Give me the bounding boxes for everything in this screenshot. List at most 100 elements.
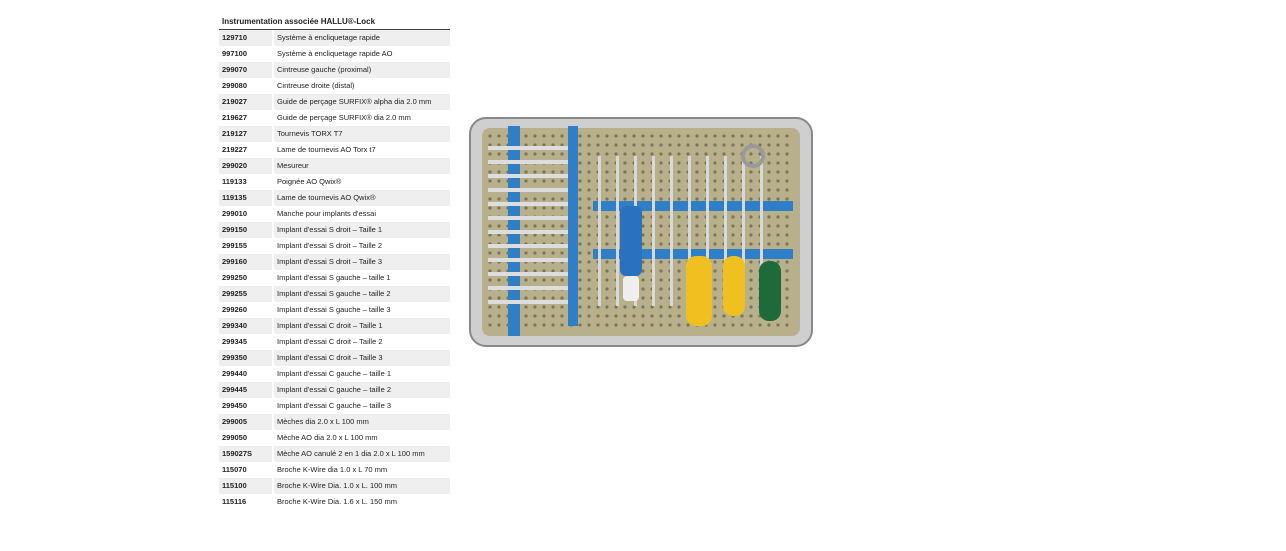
drill-bit [706,156,709,306]
yellow-handle-2 [723,256,745,316]
green-handle [759,261,781,321]
article-description: Lame de tournevis AO Torx t7 [277,145,376,154]
rack-horizontal-top [593,201,793,211]
article-description: Poignée AO Qwix® [277,177,342,186]
article-description: Mèches dia 2.0 x L 100 mm [277,417,369,426]
article-code: 129710 [219,30,274,46]
trial-implant [488,300,568,304]
article-code: 119135 [219,190,274,206]
article-code: 299340 [219,318,274,334]
drill-bit [760,156,763,306]
article-code: 299005 [219,414,274,430]
article-description: Guide de perçage SURFIX® alpha dia 2.0 m… [277,97,432,106]
article-code: 997100 [219,46,274,62]
trial-implant [488,202,568,206]
drill-bit [670,156,673,306]
article-code: 115070 [219,462,274,478]
drill-bit [598,156,601,306]
article-code: 299345 [219,334,274,350]
article-description: Broche K-Wire Dia. 1.6 x L. 150 mm [277,497,398,506]
article-description: Implant d'essai C droit – Taille 3 [277,353,383,362]
article-code: 219227 [219,142,274,158]
screwdriver-bits [488,146,763,306]
trial-implant [488,174,568,178]
article-description: Broche K-Wire Dia. 1.0 x L. 100 mm [277,481,398,490]
article-description: Implant d'essai S gauche – taille 1 [277,273,391,282]
article-code: 299255 [219,286,274,302]
article-code: 299020 [219,158,274,174]
article-code: 299260 [219,302,274,318]
trial-implant [488,188,568,192]
article-description: Manche pour implants d'essai [277,209,376,218]
article-code: 299155 [219,238,274,254]
trial-implant [488,258,568,262]
article-description: Implant d'essai S gauche – taille 3 [277,305,391,314]
article-description: Implant d'essai S droit – Taille 2 [277,241,383,250]
article-description: Cintreuse droite (distal) [277,81,355,90]
article-code: 299450 [219,398,274,414]
article-code: 299250 [219,270,274,286]
article-description: Implant d'essai S droit – Taille 1 [277,225,383,234]
article-code: 299080 [219,78,274,94]
drill-bit [724,156,727,306]
article-code: 219627 [219,110,274,126]
article-code: 299160 [219,254,274,270]
article-code: 299150 [219,222,274,238]
article-description: Mèche AO dia 2.0 x L 100 mm [277,433,378,442]
article-code: 299445 [219,382,274,398]
article-code: 299070 [219,62,274,78]
article-code: 115100 [219,478,274,494]
drill-bit [652,156,655,306]
instrument-tray-photo [469,117,813,347]
drill-bit [742,156,745,306]
article-code: 219127 [219,126,274,142]
article-description: Implant d'essai C gauche – taille 1 [277,369,391,378]
instrument-table: Instrumentation associée HALLU®-Lock 129… [219,14,450,510]
article-description: Mèche AO canulé 2 en 1 dia 2.0 x L 100 m… [277,449,425,458]
article-code: 299440 [219,366,274,382]
article-description: Implant d'essai C gauche – taille 3 [277,401,391,410]
trial-implant [488,160,568,164]
article-description: Implant d'essai S gauche – taille 2 [277,289,391,298]
trial-implant [488,230,568,234]
article-description: Lame de tournevis AO Qwix® [277,193,376,202]
drill-bit [616,156,619,306]
article-description: Implant d'essai S droit – Taille 3 [277,257,383,266]
article-description: Implant d'essai C gauche – taille 2 [277,385,391,394]
table-title: Instrumentation associée HALLU®-Lock [219,14,450,30]
article-description: Système à encliquetage rapide AO [277,49,393,58]
yellow-handle-1 [686,256,712,326]
article-code: 299010 [219,206,274,222]
article-code: 219027 [219,94,274,110]
white-handle [623,276,639,301]
trial-implant [488,272,568,276]
rack-left-2 [568,126,578,326]
